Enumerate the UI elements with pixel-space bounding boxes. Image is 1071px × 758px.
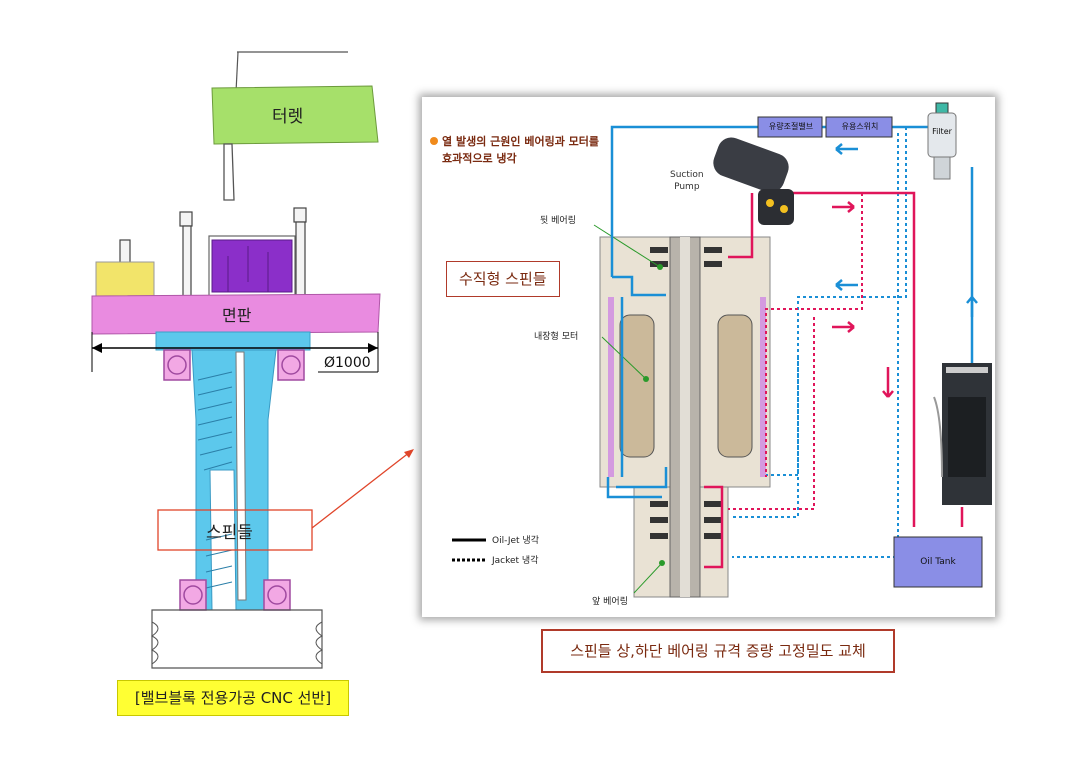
spindle-label: 스핀들: [206, 523, 253, 543]
callout-arrow-head: [404, 449, 414, 458]
chiller-unit: [933, 363, 992, 505]
base-wave-left: [151, 621, 159, 665]
oil-tank-label: Oil Tank: [920, 557, 956, 567]
bearing-marks: [650, 247, 722, 539]
cooling-diagram: [430, 102, 992, 598]
spindle-body: [191, 349, 277, 611]
suction-pump: [713, 137, 794, 225]
cooling-note: 열 발생의 근원인 베어링과 모터를 효과적으로 냉각: [442, 135, 599, 165]
motor-winding-left: [619, 314, 655, 458]
spindle-hatching: [197, 371, 233, 589]
vertical-spindle-label: 수직형 스핀들: [446, 261, 560, 297]
oil-jet-red-pipes: [704, 191, 964, 569]
flow-switch-box: [825, 116, 893, 138]
machine-caption: [밸브블록 전용가공 CNC 선반]: [117, 680, 349, 716]
flow-arrows: [832, 143, 978, 398]
note-bullet: [430, 137, 438, 145]
rear-bearing-leader: [593, 224, 661, 268]
legend-jacket-label: Jacket 냉각: [492, 556, 539, 566]
motor-winding-right: [717, 314, 753, 458]
flow-valve-label: 유량조절밸브: [768, 122, 814, 131]
cooling-diagram-panel: 열 발생의 근원인 베어링과 모터를 효과적으로 냉각 Suction Pump…: [422, 97, 995, 617]
flow-switch-label: 유용스위치: [841, 122, 879, 131]
diameter-arrow-right: [368, 343, 378, 353]
legend-oiljet-label: Oil-Jet 냉각: [492, 536, 539, 546]
flow-valve-box: [757, 116, 823, 138]
filter-bowl: [933, 156, 951, 180]
callout-arrow-line: [311, 451, 411, 529]
upper-bearings: [163, 349, 305, 381]
oil-tank-box: [893, 536, 983, 588]
jacket-blue-pipes: [732, 127, 907, 558]
base-wave-right: [315, 621, 323, 665]
tool-holder: [223, 143, 235, 201]
turret-block: [211, 85, 379, 145]
motor-leader: [601, 336, 647, 380]
diameter-arrow-left: [92, 343, 102, 353]
base-housing: [151, 609, 323, 669]
chuck-jaws: [211, 239, 293, 293]
spindle-callout-box: [157, 509, 313, 551]
shaft-bore: [680, 237, 690, 597]
rear-bearing-label: 뒷 베어링: [540, 216, 576, 226]
jacket-right: [760, 297, 766, 477]
bearing-upgrade-caption: 스핀들 상,하단 베어링 규격 증량 고정밀도 교체: [541, 629, 895, 673]
turret-label: 터렛: [272, 107, 304, 127]
turret-arm-line: [235, 51, 239, 93]
jacket-left: [608, 297, 614, 477]
filter-label: Filter: [932, 127, 952, 136]
builtin-motor-label: 내장형 모터: [534, 332, 579, 342]
diameter-label: Ø1000: [324, 355, 371, 371]
lower-bearings: [179, 579, 291, 611]
jacket-red-pipes: [728, 193, 863, 510]
oil-jet-blue-pipes: [606, 125, 974, 499]
suction-pump-label: Suction Pump: [670, 170, 704, 192]
spindle-shaft: [235, 351, 247, 601]
filter-cap: [935, 102, 949, 114]
faceplate-label: 면판: [222, 306, 252, 325]
front-bearing-label: 앞 베어링: [592, 597, 628, 607]
front-bearing-leader: [633, 562, 663, 594]
